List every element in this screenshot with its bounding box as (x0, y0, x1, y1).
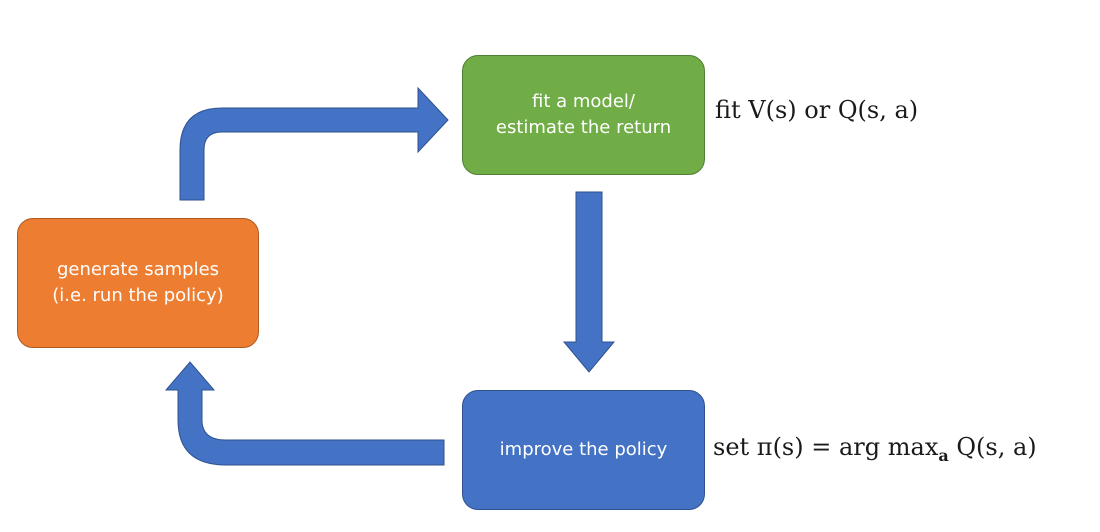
generate-samples-box: generate samples (i.e. run the policy) (17, 218, 259, 348)
generate-samples-label-line1: generate samples (56, 259, 220, 280)
fit-model-label-line2: estimate the return (495, 117, 672, 138)
arrow-fit-to-improve (562, 191, 616, 373)
improve-policy-label: improve the policy (499, 439, 668, 460)
arrow-improve-to-generate (164, 361, 445, 466)
fit-annotation: fit V(s) or Q(s, a) (715, 96, 919, 124)
improve-policy-box: improve the policy (462, 390, 705, 510)
arrow-generate-to-fit (179, 86, 449, 201)
fit-model-box: fit a model/ estimate the return (462, 55, 705, 175)
set-annotation: set π(s) = arg maxa Q(s, a) (713, 433, 1037, 465)
fit-model-label-line1: fit a model/ (532, 91, 635, 112)
generate-samples-label-line2: (i.e. run the policy) (52, 285, 224, 306)
